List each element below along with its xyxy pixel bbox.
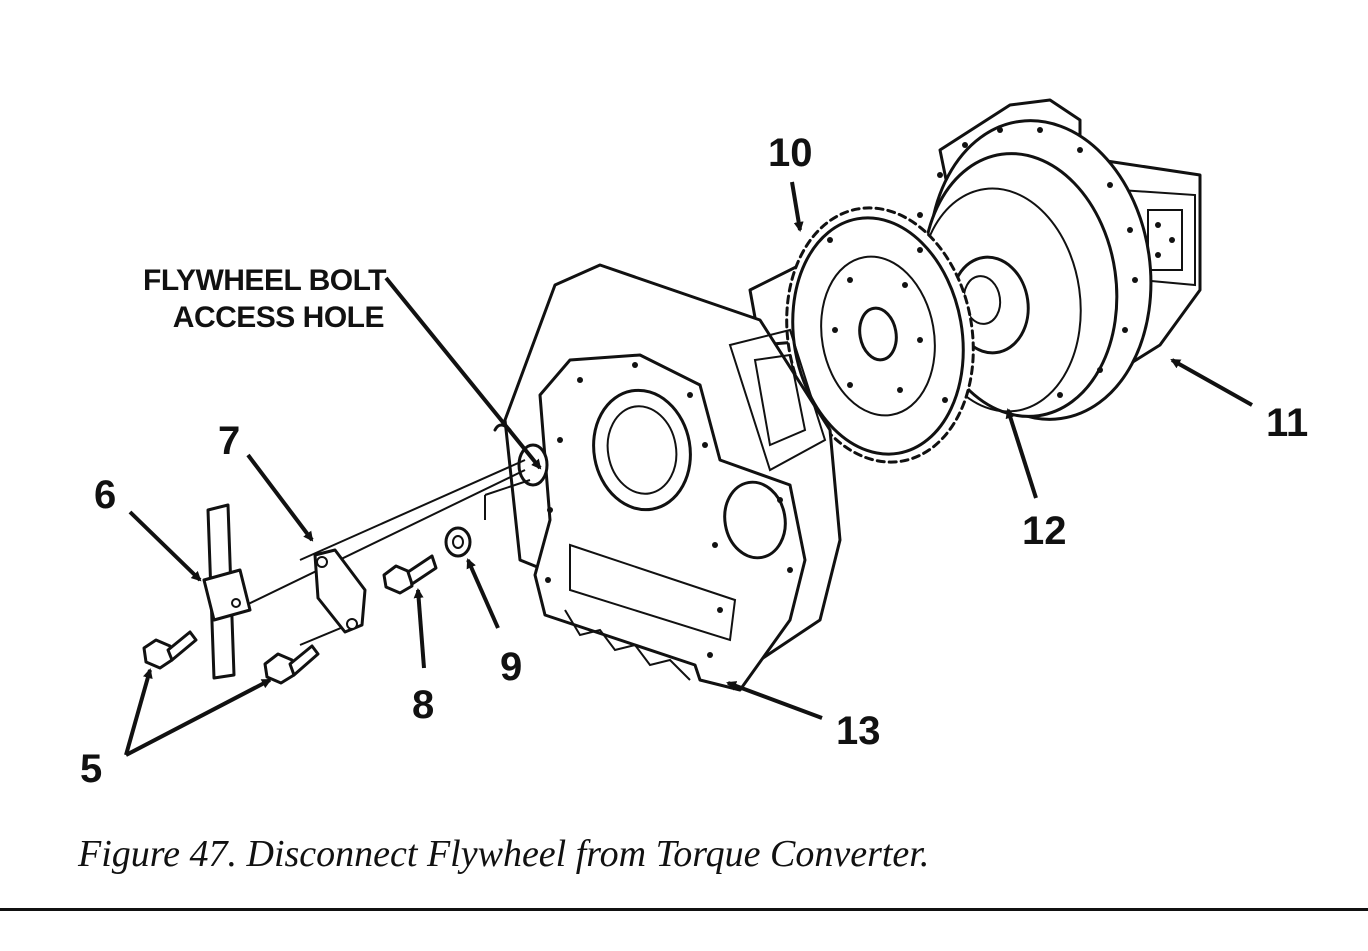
callout-8: 8: [412, 683, 434, 727]
callout-13: 13: [836, 709, 881, 753]
callout-5-arrow-a: [124, 668, 153, 756]
callout-6-arrow: [128, 510, 202, 582]
callout-10: 10: [768, 131, 813, 175]
flywheel: [748, 206, 975, 464]
access-hole-arrow: [384, 276, 542, 470]
callout-10-arrow: [790, 181, 804, 232]
bottom-rule: [0, 908, 1368, 911]
callout-5-arrow-b: [125, 678, 272, 757]
callout-5: 5: [80, 747, 102, 791]
callout-11-arrow: [1170, 358, 1253, 407]
callout-9-arrow: [466, 558, 500, 629]
tube-clamp: [202, 503, 252, 680]
access-cover-plate: [313, 548, 367, 634]
access-hole-label-line1: FLYWHEEL BOLT: [143, 264, 386, 297]
flywheel-bolt-and-washer: [382, 526, 472, 595]
callout-11: 11: [1266, 401, 1308, 445]
flywheel-housing: [493, 263, 842, 692]
leader-arrows: [124, 181, 1253, 757]
callout-8-arrow: [413, 588, 426, 669]
figure-caption: Figure 47. Disconnect Flywheel from Torq…: [78, 833, 930, 875]
callout-13-arrow: [726, 681, 823, 720]
access-hole-label-line2: ACCESS HOLE: [173, 301, 384, 334]
callout-12-arrow: [1005, 408, 1038, 499]
torque-converter-housing: [917, 98, 1202, 421]
callout-12: 12: [1022, 509, 1067, 553]
callout-7-arrow: [246, 453, 314, 542]
callout-9: 9: [500, 645, 522, 689]
alignment-lines: [239, 459, 531, 646]
callout-6: 6: [94, 473, 116, 517]
bolts: [142, 630, 320, 685]
callout-7: 7: [218, 419, 240, 463]
